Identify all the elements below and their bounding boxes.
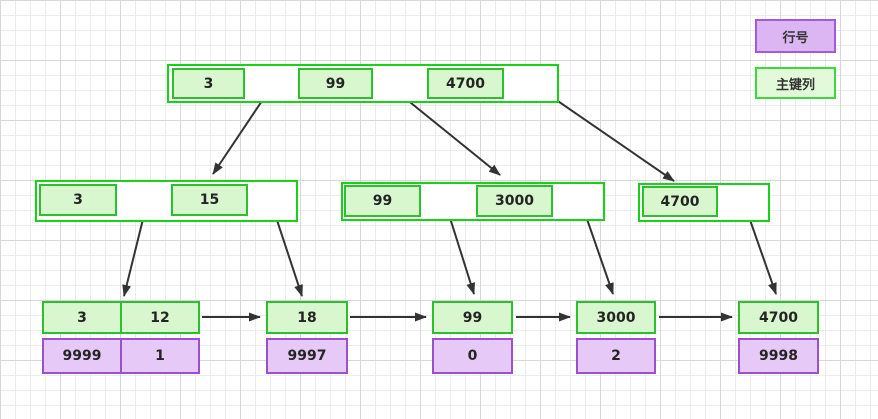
rownum-cell: 9997 xyxy=(266,338,348,374)
legend-row-number-label: 行号 xyxy=(782,30,809,46)
leaf-rownum-row: 9999 1 xyxy=(42,338,200,374)
internal-node-left: 3 15 xyxy=(35,180,298,222)
leaf-key-row: 4700 xyxy=(738,301,819,334)
rownum-cell: 0 xyxy=(432,338,513,374)
legend-primary-key-label: 主键列 xyxy=(775,77,815,93)
internal-node-middle: 99 3000 xyxy=(341,182,605,221)
arrow-root-to-internal-right xyxy=(535,85,675,182)
key-cell: 4700 xyxy=(427,68,504,99)
leaf-node-5: 4700 9998 xyxy=(738,301,819,374)
key-cell: 3 xyxy=(42,301,122,334)
key-cell: 15 xyxy=(171,184,248,216)
key-cell: 99 xyxy=(344,185,421,217)
legend-primary-key: 主键列 xyxy=(755,67,836,99)
rownum-cell: 1 xyxy=(120,338,200,374)
leaf-node-3: 99 0 xyxy=(432,301,513,374)
key-cell: 4700 xyxy=(642,186,718,217)
leaf-rownum-row: 0 xyxy=(432,338,513,374)
leaf-rownum-row: 9998 xyxy=(738,338,819,374)
legend-row-number: 行号 xyxy=(755,19,836,53)
key-cell: 3 xyxy=(39,184,117,216)
root-node: 3 99 4700 xyxy=(167,64,559,103)
leaf-key-row: 99 xyxy=(432,301,513,334)
key-cell: 99 xyxy=(298,68,373,99)
key-cell: 3000 xyxy=(476,185,553,217)
leaf-rownum-row: 2 xyxy=(576,338,656,374)
key-cell: 4700 xyxy=(738,301,819,334)
leaf-node-1: 3 12 9999 1 xyxy=(42,301,200,374)
rownum-cell: 9998 xyxy=(738,338,819,374)
leaf-node-2: 18 9997 xyxy=(266,301,348,374)
leaf-key-row: 3000 xyxy=(576,301,656,334)
key-cell: 12 xyxy=(120,301,200,334)
key-cell: 18 xyxy=(266,301,348,334)
rownum-cell: 9999 xyxy=(42,338,122,374)
key-cell: 3 xyxy=(172,68,245,99)
leaf-rownum-row: 9997 xyxy=(266,338,348,374)
leaf-node-4: 3000 2 xyxy=(576,301,656,374)
leaf-key-row: 18 xyxy=(266,301,348,334)
leaf-key-row: 3 12 xyxy=(42,301,200,334)
key-cell: 3000 xyxy=(576,301,656,334)
internal-node-right: 4700 xyxy=(638,183,770,222)
rownum-cell: 2 xyxy=(576,338,656,374)
key-cell: 99 xyxy=(432,301,513,334)
